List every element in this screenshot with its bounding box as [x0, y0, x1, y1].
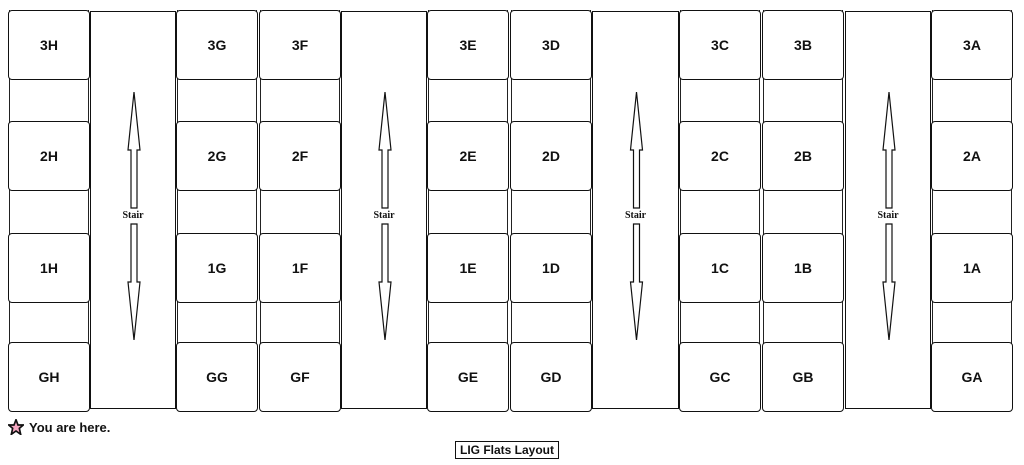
flat-gg[interactable]: GG: [176, 342, 258, 412]
flat-1f[interactable]: 1F: [259, 233, 341, 303]
flat-2h[interactable]: 2H: [8, 121, 90, 191]
corridor-column: [680, 10, 760, 410]
flat-3e[interactable]: 3E: [427, 10, 509, 80]
flat-3d[interactable]: 3D: [510, 10, 592, 80]
stair-label: Stair: [122, 210, 144, 221]
stair-arrows-icon: [378, 91, 392, 341]
flat-3c[interactable]: 3C: [679, 10, 761, 80]
stair: Stair: [341, 11, 427, 409]
flat-ga[interactable]: GA: [931, 342, 1013, 412]
flat-ge[interactable]: GE: [427, 342, 509, 412]
flat-gd[interactable]: GD: [510, 342, 592, 412]
stair-arrows-icon: [629, 91, 644, 341]
flat-gb[interactable]: GB: [762, 342, 844, 412]
stair-arrows-icon: [882, 91, 896, 341]
flat-gf[interactable]: GF: [259, 342, 341, 412]
corridor-column: [260, 10, 340, 410]
flat-1b[interactable]: 1B: [762, 233, 844, 303]
flat-2f[interactable]: 2F: [259, 121, 341, 191]
corridor-column: [932, 10, 1012, 410]
legend: You are here.: [8, 419, 110, 435]
corridor-column: [9, 10, 89, 410]
stair-arrows-icon: [127, 91, 141, 341]
stair: Stair: [845, 11, 931, 409]
corridor-column: [428, 10, 508, 410]
stair: Stair: [90, 11, 176, 409]
flat-2d[interactable]: 2D: [510, 121, 592, 191]
stair: Stair: [592, 11, 679, 409]
flat-2e[interactable]: 2E: [427, 121, 509, 191]
flat-gh[interactable]: GH: [8, 342, 90, 412]
flat-3a[interactable]: 3A: [931, 10, 1013, 80]
flat-3h[interactable]: 3H: [8, 10, 90, 80]
flat-1d[interactable]: 1D: [510, 233, 592, 303]
flat-2a[interactable]: 2A: [931, 121, 1013, 191]
flat-gc[interactable]: GC: [679, 342, 761, 412]
corridor-column: [511, 10, 591, 410]
flat-2b[interactable]: 2B: [762, 121, 844, 191]
flat-3f[interactable]: 3F: [259, 10, 341, 80]
legend-text: You are here.: [29, 419, 111, 435]
flat-2g[interactable]: 2G: [176, 121, 258, 191]
star-icon: [8, 419, 24, 435]
corridor-column: [763, 10, 843, 410]
flat-1e[interactable]: 1E: [427, 233, 509, 303]
stair-label: Stair: [624, 210, 647, 221]
flat-3b[interactable]: 3B: [762, 10, 844, 80]
stair-label: Stair: [373, 210, 395, 221]
corridor-column: [177, 10, 257, 410]
flat-1h[interactable]: 1H: [8, 233, 90, 303]
flat-2c[interactable]: 2C: [679, 121, 761, 191]
flat-1a[interactable]: 1A: [931, 233, 1013, 303]
flat-3g[interactable]: 3G: [176, 10, 258, 80]
flat-1g[interactable]: 1G: [176, 233, 258, 303]
flat-1c[interactable]: 1C: [679, 233, 761, 303]
stair-label: Stair: [877, 210, 899, 221]
layout-title: LIG Flats Layout: [455, 441, 560, 459]
